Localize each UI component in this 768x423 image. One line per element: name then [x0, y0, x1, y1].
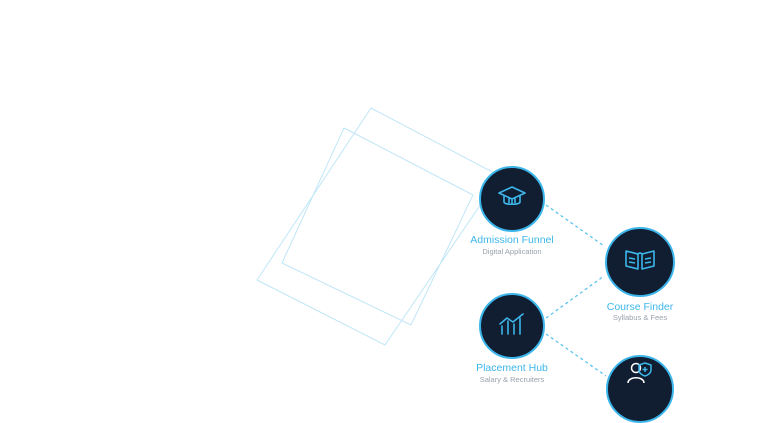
- decorative-frames: [256, 107, 607, 377]
- course-finder-button[interactable]: [605, 227, 675, 297]
- placement-hub-title: Placement Hub: [476, 362, 548, 374]
- graduation-cap-icon: [497, 184, 527, 215]
- admission-funnel-title: Admission Funnel: [470, 234, 554, 246]
- admission-funnel-subtitle: Digital Application: [482, 247, 542, 256]
- connector-placement-profile: [545, 333, 607, 377]
- growth-chart-icon: [497, 311, 527, 342]
- placement-hub-subtitle: Salary & Recruiters: [479, 375, 545, 384]
- course-finder-title: Course Finder: [606, 301, 674, 313]
- admission-funnel-button[interactable]: [479, 166, 545, 232]
- user-shield-icon: [625, 360, 655, 391]
- placement-hub-button[interactable]: [479, 293, 545, 359]
- user-profile-button[interactable]: [606, 355, 674, 423]
- course-finder-subtitle: Syllabus & Fees: [612, 313, 668, 322]
- open-book-icon: [623, 247, 657, 278]
- network-diagram: Admission Funnel Digital Application Cou…: [256, 107, 675, 423]
